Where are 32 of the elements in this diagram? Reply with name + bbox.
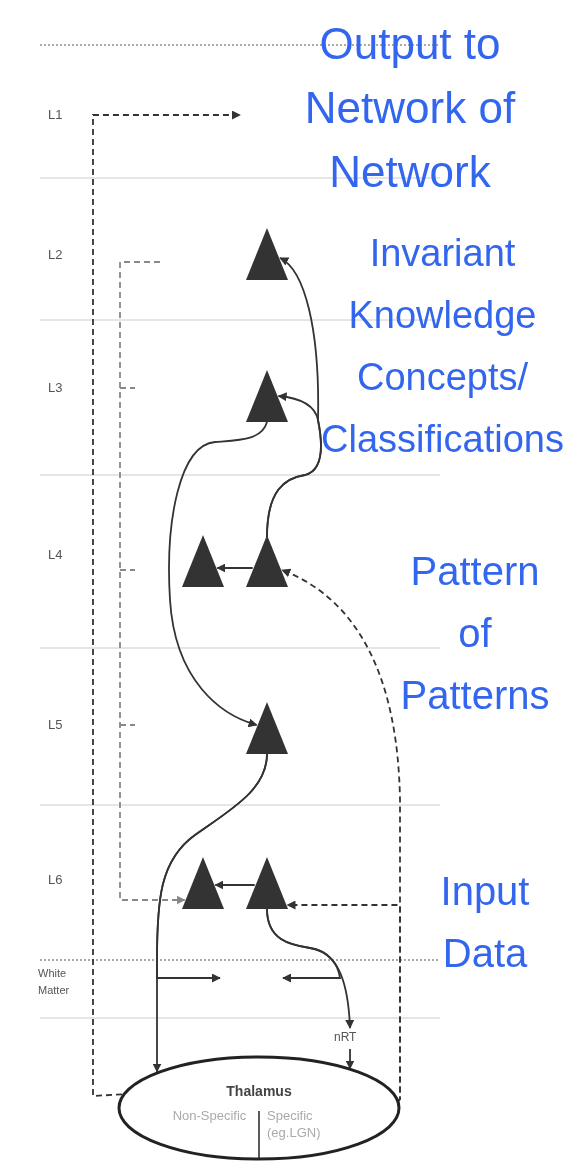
dashed-arrow [92,110,241,1097]
annotation-text: Input Data [439,868,531,977]
neuron-triangle [246,535,288,587]
layer-label: L5 [48,717,63,732]
annotation-text: Pattern of Patterns [399,548,551,719]
dashed-arrow [119,261,186,905]
subregion-label: Specific (eg.LGN) [267,1107,322,1141]
arrow [266,908,341,983]
neuron-triangle [182,857,224,909]
neuron-triangle [246,702,288,754]
neuron-triangle [246,228,288,280]
arrow [168,421,268,727]
arrow [156,753,268,983]
layer-label: White Matter [38,966,71,998]
layer-label: L4 [48,547,63,562]
neuron-triangle [246,370,288,422]
neuron-triangle [246,857,288,909]
region-label: Thalamus [225,1083,293,1099]
arrow [214,880,256,890]
annotation-text: Invariant Knowledge Concepts/ Classifications [320,231,565,462]
subregion-label: Non-Specific [172,1107,247,1124]
layer-label: L3 [48,380,63,395]
region-label: nRT [334,1030,357,1044]
neuron-triangle [182,535,224,587]
dashed-arrow [281,569,401,1103]
layer-label: L6 [48,872,63,887]
output-label: Output to Network of Network [240,12,580,204]
layer-label: L2 [48,247,63,262]
arrow [266,257,322,538]
arrow [216,563,254,573]
arrow [345,1048,355,1070]
layer-label: L1 [48,107,63,122]
